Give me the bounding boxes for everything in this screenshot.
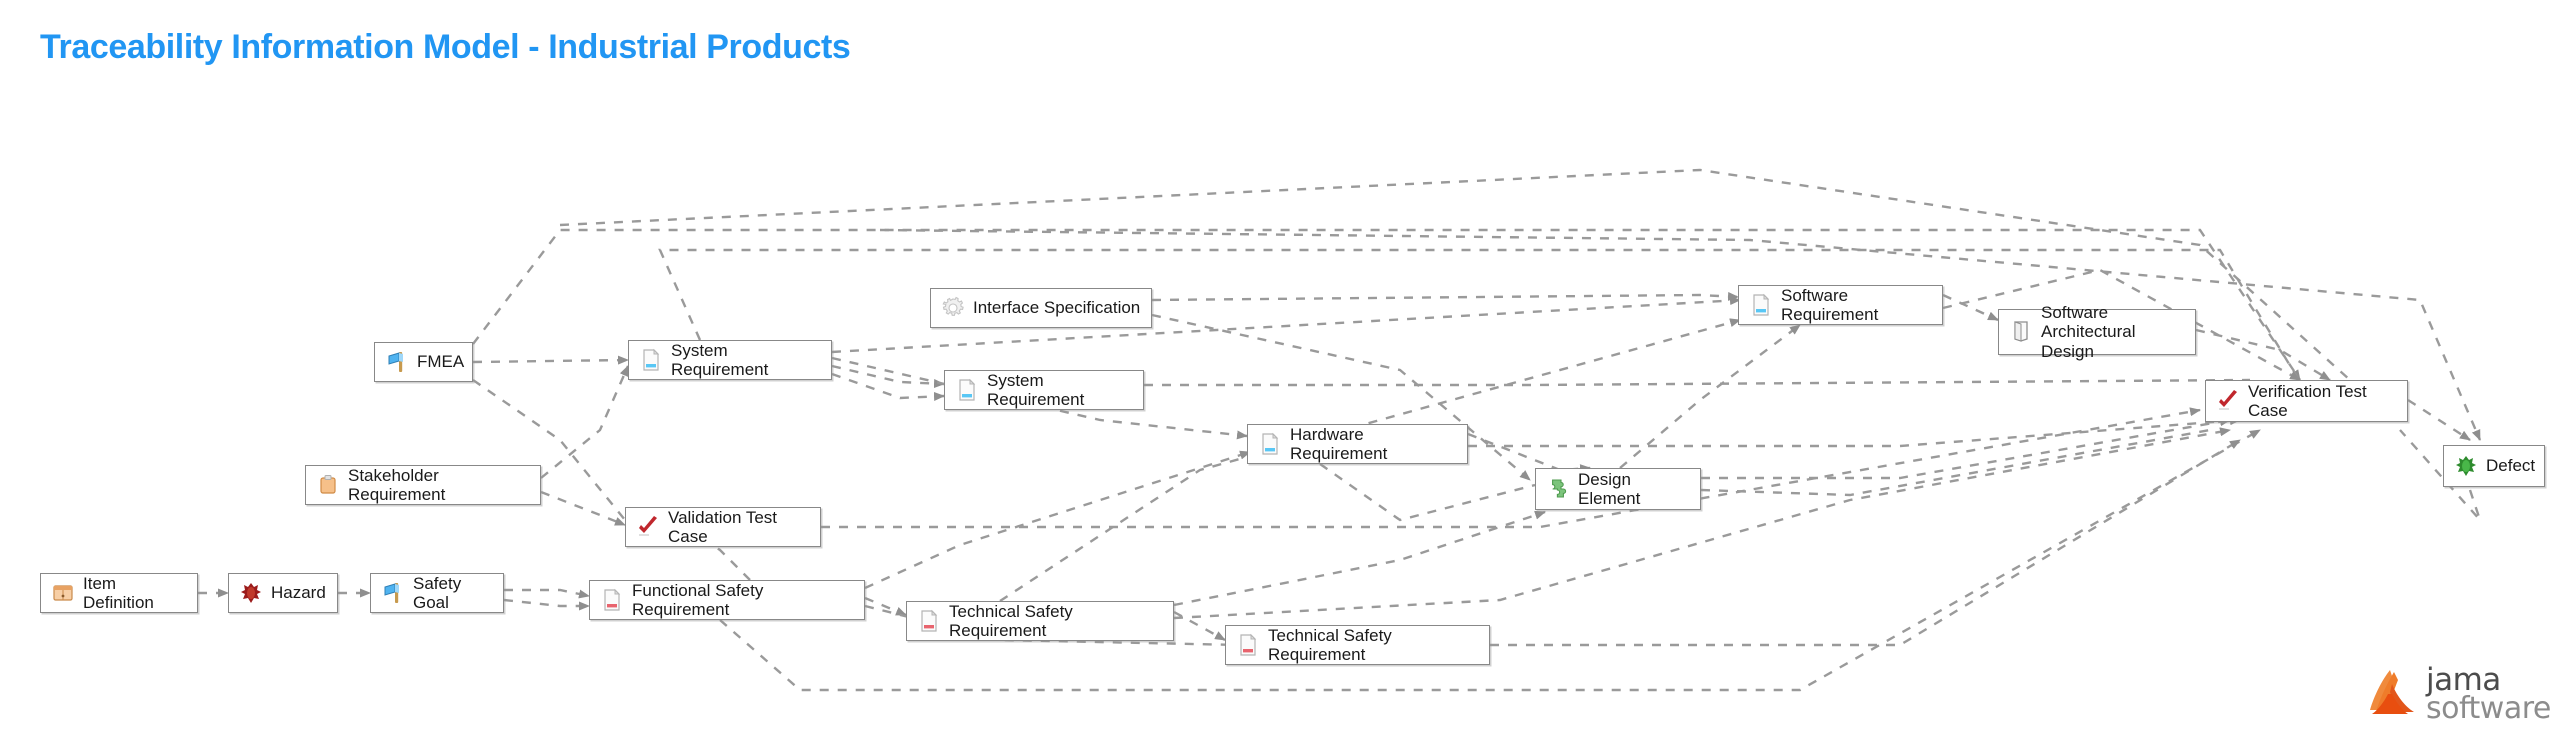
blue-doc-icon (638, 347, 664, 373)
node-hardware-requirement[interactable]: Hardware Requirement (1247, 424, 1468, 464)
node-label: Verification Test Case (2248, 381, 2367, 420)
node-label: Software Architectural Design (2041, 303, 2136, 361)
node-design-element[interactable]: Design Element (1535, 468, 1701, 510)
node-functional-safety-requirement[interactable]: Functional Safety Requirement (589, 580, 865, 620)
red-doc-icon (916, 608, 942, 634)
node-validation-test-case[interactable]: Validation Test Case (625, 507, 821, 547)
blue-flag-icon (380, 580, 406, 606)
node-label: Hazard (271, 583, 326, 603)
logo-word-jama: jama (2426, 661, 2501, 698)
node-system-requirement-2[interactable]: System Requirement (944, 370, 1144, 410)
node-label: Validation Test Case (668, 507, 777, 546)
node-label: Software Requirement (1781, 285, 1879, 324)
node-label: Item Definition (83, 573, 154, 612)
blue-doc-icon (1748, 292, 1774, 318)
red-check-icon (635, 514, 661, 540)
page-icon (2008, 319, 2034, 345)
node-label: Technical Safety Requirement (949, 601, 1073, 640)
table-icon (50, 580, 76, 606)
jama-logo-mark (2370, 670, 2414, 714)
node-label: Technical Safety Requirement (1268, 625, 1392, 664)
red-check-icon (2215, 388, 2241, 414)
node-fmea[interactable]: FMEA (374, 342, 473, 382)
node-label: FMEA (417, 352, 465, 372)
node-label: Interface Specification (973, 298, 1141, 318)
blue-flag-icon (384, 349, 410, 375)
node-label: Safety Goal (413, 573, 462, 612)
node-software-architectural-design[interactable]: Software Architectural Design (1998, 303, 2196, 361)
node-stakeholder-requirement[interactable]: Stakeholder Requirement (305, 465, 541, 505)
red-doc-icon (1235, 632, 1261, 658)
node-defect[interactable]: Defect (2443, 445, 2545, 487)
gear-icon (940, 295, 966, 321)
node-system-requirement-1[interactable]: System Requirement (628, 340, 832, 380)
red-doc-icon (599, 587, 625, 613)
node-label: System Requirement (987, 370, 1085, 409)
red-bug-icon (238, 580, 264, 606)
node-safety-goal[interactable]: Safety Goal (370, 573, 504, 613)
blue-doc-icon (954, 377, 980, 403)
node-label: Stakeholder Requirement (348, 465, 446, 504)
orange-clipboard-icon (315, 472, 341, 498)
green-puzzle-icon (1545, 476, 1571, 502)
node-technical-safety-requirement-2[interactable]: Technical Safety Requirement (1225, 625, 1490, 665)
node-item-definition[interactable]: Item Definition (40, 573, 198, 613)
node-hazard[interactable]: Hazard (228, 573, 338, 613)
page-title: Traceability Information Model - Industr… (40, 28, 851, 66)
node-label: Hardware Requirement (1290, 424, 1388, 463)
blue-doc-icon (1257, 431, 1283, 457)
green-bug-icon (2453, 453, 2479, 479)
node-software-requirement[interactable]: Software Requirement (1738, 285, 1943, 325)
node-technical-safety-requirement-1[interactable]: Technical Safety Requirement (906, 601, 1174, 641)
node-label: Defect (2486, 456, 2536, 476)
node-label: Functional Safety Requirement (632, 580, 764, 619)
node-verification-test-case[interactable]: Verification Test Case (2205, 380, 2408, 422)
node-label: System Requirement (671, 340, 769, 379)
logo-word-software: software (2426, 690, 2551, 726)
node-interface-specification[interactable]: Interface Specification (930, 288, 1152, 328)
jama-software-logo: jama software (2364, 663, 2551, 725)
node-label: Design Element (1578, 469, 1641, 508)
